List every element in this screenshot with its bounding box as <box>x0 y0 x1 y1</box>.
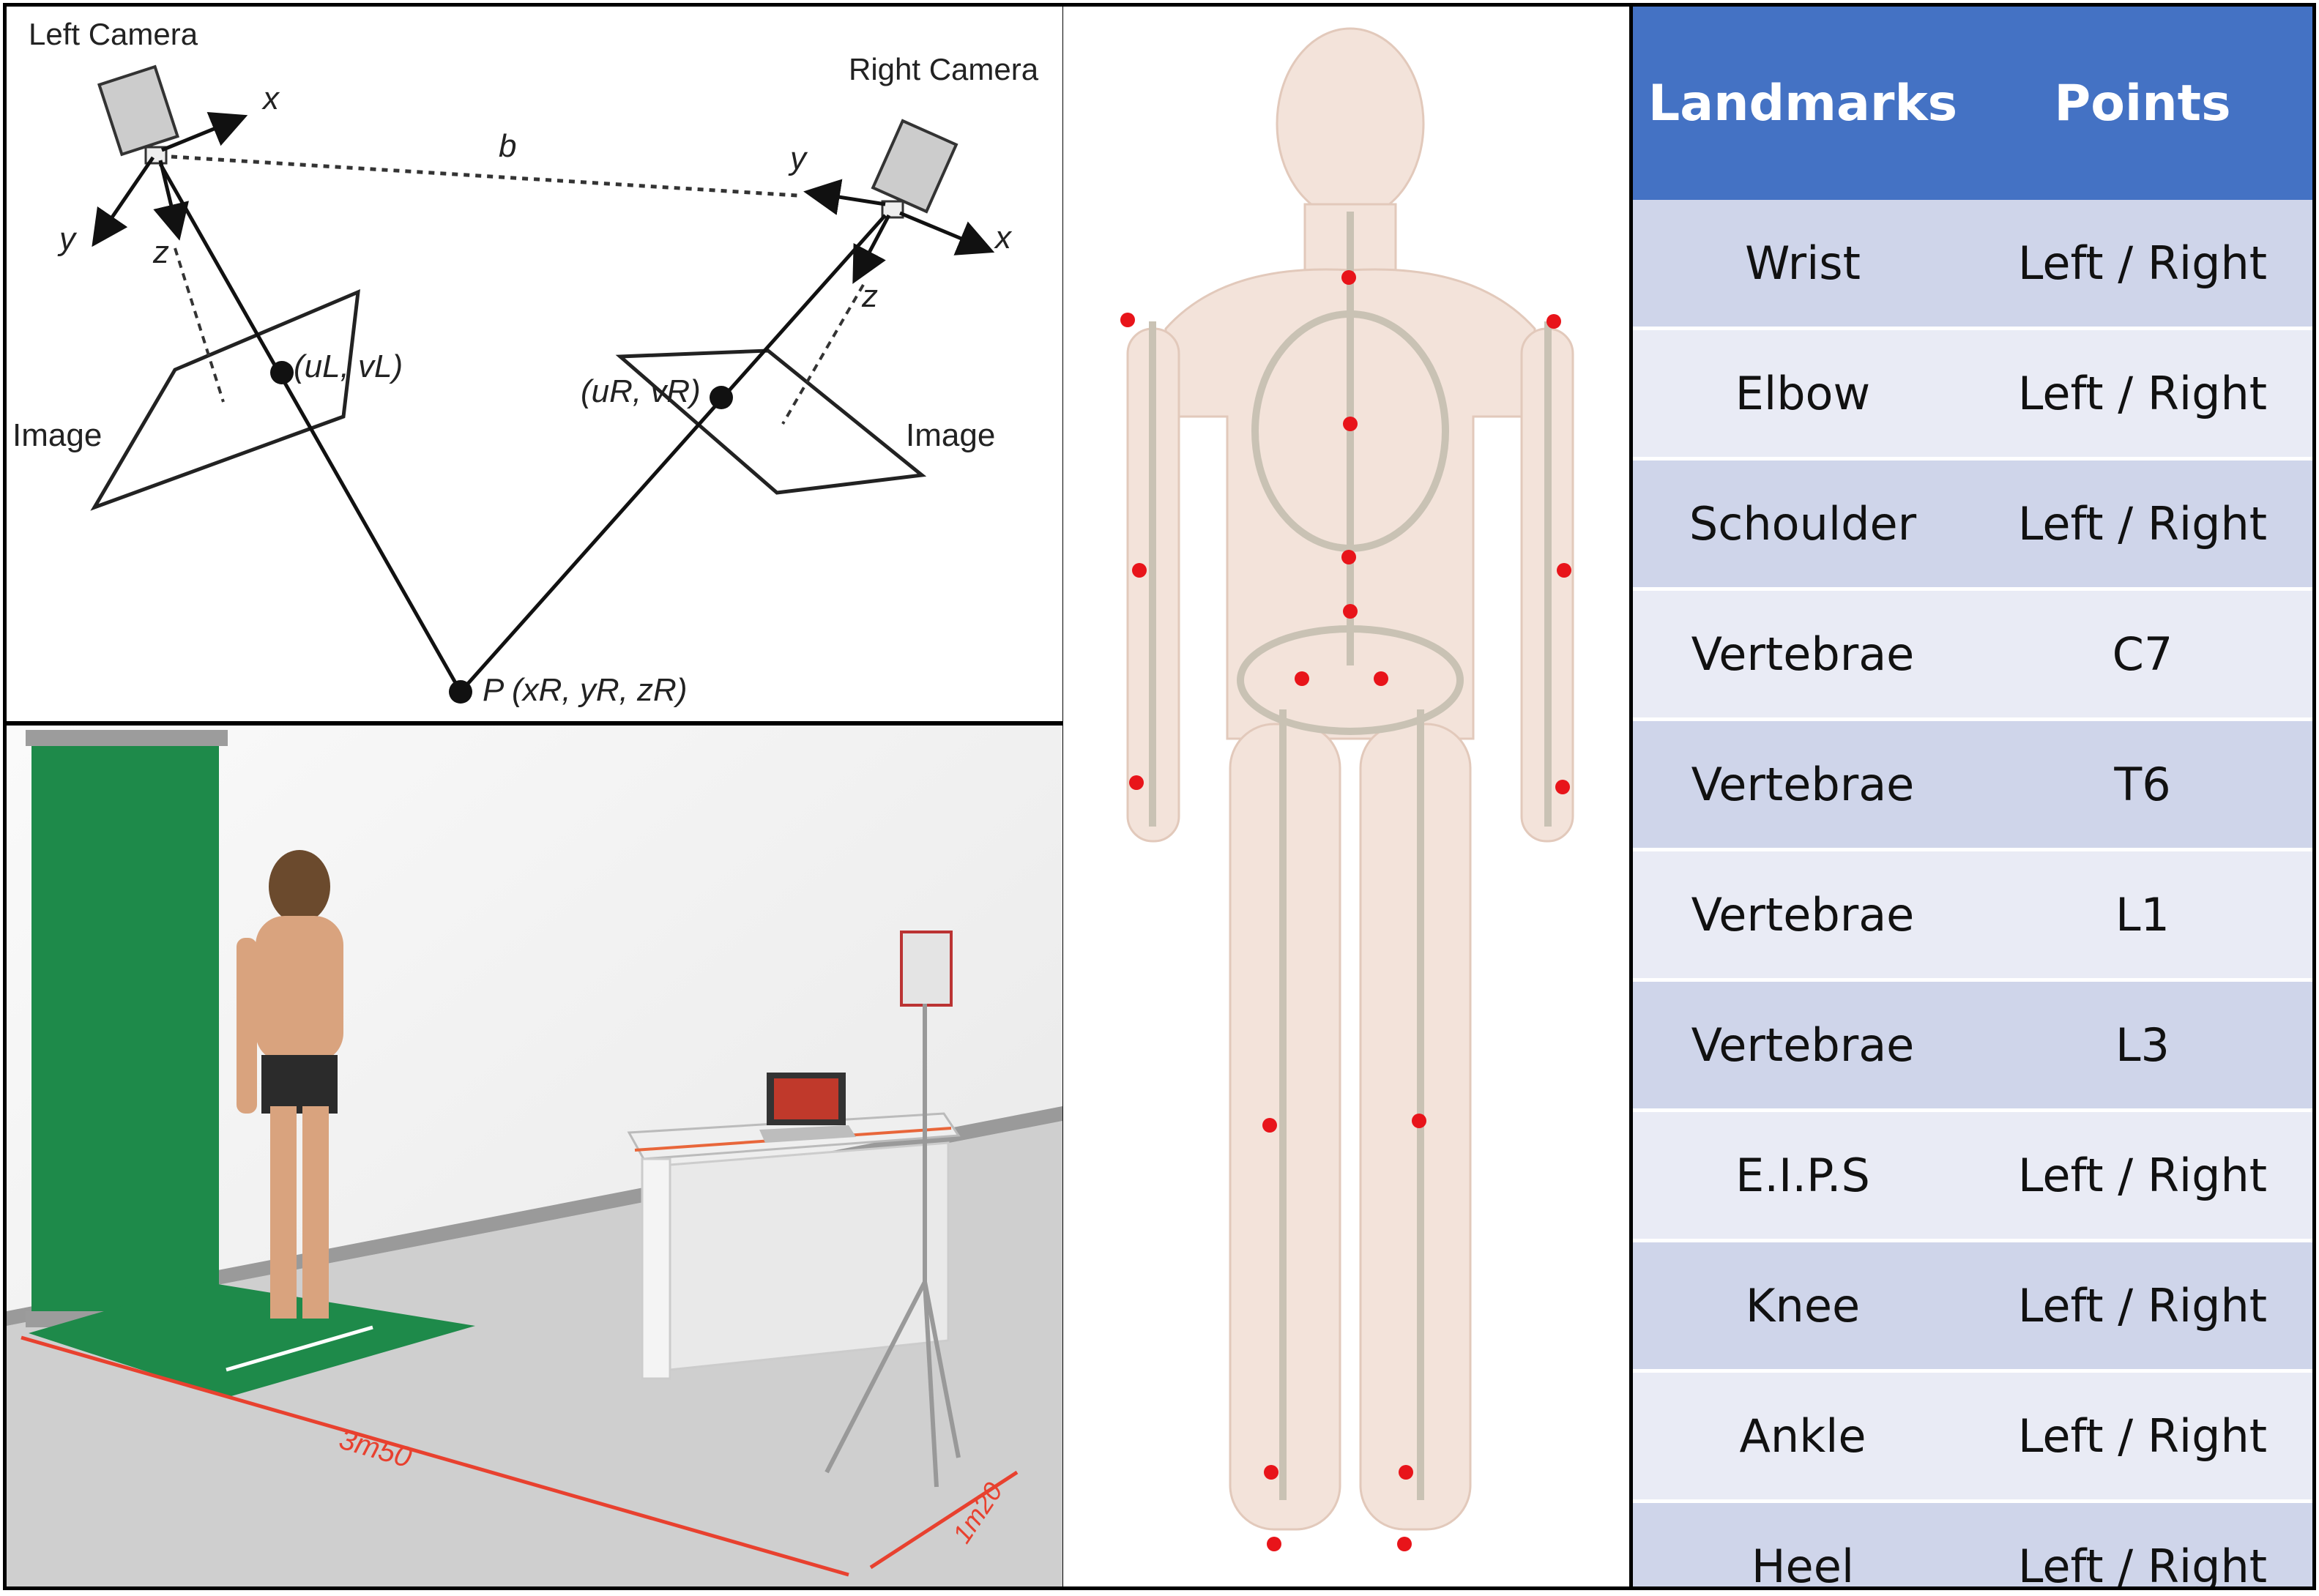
marker-ankle-left <box>1264 1465 1278 1480</box>
table-row: Elbow Left / Right <box>1633 329 2312 459</box>
landmark-cell: Wrist <box>1633 200 1973 329</box>
points-cell: T6 <box>1973 720 2312 850</box>
landmarks-table-panel: Landmarks Points Wrist Left / Right Elbo… <box>1629 3 2316 1590</box>
skeleton-landmarks-figure <box>1063 3 1632 1590</box>
right-camera-label: Right Camera <box>849 52 1039 86</box>
marker-elbow-left <box>1132 563 1147 578</box>
table-row: Wrist Left / Right <box>1633 200 2312 329</box>
table-row: Vertebrae L1 <box>1633 850 2312 980</box>
marker-knee-right <box>1412 1114 1426 1128</box>
points-cell: L1 <box>1973 850 2312 980</box>
table-row: Schoulder Left / Right <box>1633 459 2312 589</box>
landmarks-table: Landmarks Points Wrist Left / Right Elbo… <box>1633 7 2312 1590</box>
marker-shoulder-left <box>1120 313 1135 327</box>
left-image-point <box>270 361 294 384</box>
marker-shoulder-right <box>1546 314 1561 329</box>
right-image-plane <box>620 351 922 493</box>
marker-heel-left <box>1267 1537 1281 1551</box>
marker-wrist-left <box>1129 775 1144 790</box>
landmark-cell: Vertebrae <box>1633 720 1973 850</box>
points-cell: Left / Right <box>1973 329 2312 459</box>
landmark-cell: Vertebrae <box>1633 980 1973 1111</box>
left-axis-x-label: x <box>261 81 280 116</box>
green-screen <box>31 737 219 1323</box>
points-cell: L3 <box>1973 980 2312 1111</box>
table-row: Vertebrae C7 <box>1633 589 2312 720</box>
laptop-icon <box>759 1073 856 1143</box>
table-row: Knee Left / Right <box>1633 1241 2312 1371</box>
right-image-label: Image <box>906 417 995 453</box>
right-axis-x-label: x <box>994 220 1013 256</box>
baseline-label: b <box>499 128 516 164</box>
points-cell: Left / Right <box>1973 200 2312 329</box>
header-landmarks: Landmarks <box>1633 7 1973 200</box>
points-cell: C7 <box>1973 589 2312 720</box>
marker-knee-left <box>1262 1118 1277 1133</box>
left-image-plane <box>94 292 358 507</box>
right-point-label: (uR, vR) <box>581 373 701 409</box>
points-cell: Left / Right <box>1973 1371 2312 1502</box>
marker-ankle-right <box>1399 1465 1413 1480</box>
table-row: Ankle Left / Right <box>1633 1371 2312 1502</box>
table-row: Heel Left / Right <box>1633 1502 2312 1591</box>
left-camera-label: Left Camera <box>29 17 198 51</box>
landmark-cell: Heel <box>1633 1502 1973 1591</box>
marker-c7 <box>1341 270 1356 285</box>
right-image-point <box>710 386 733 409</box>
marker-wrist-right <box>1555 780 1570 794</box>
marker-heel-right <box>1397 1537 1412 1551</box>
table-row: Vertebrae L3 <box>1633 980 2312 1111</box>
marker-eips-left <box>1295 671 1309 686</box>
landmark-cell: Elbow <box>1633 329 1973 459</box>
landmark-cell: Ankle <box>1633 1371 1973 1502</box>
points-cell: Left / Right <box>1973 459 2312 589</box>
marker-elbow-right <box>1557 563 1571 578</box>
points-cell: Left / Right <box>1973 1502 2312 1591</box>
marker-l1 <box>1341 550 1356 564</box>
right-axis-y-label: y <box>788 141 808 176</box>
left-axis-y-label: y <box>57 221 78 257</box>
world-point-label: P (xR, yR, zR) <box>483 672 687 708</box>
table-header-row: Landmarks Points <box>1633 7 2312 200</box>
capture-setup-illustration: 3m50 1m20 <box>3 722 1066 1590</box>
marker-eips-right <box>1374 671 1388 686</box>
header-points: Points <box>1973 7 2312 200</box>
points-cell: Left / Right <box>1973 1111 2312 1241</box>
marker-t6 <box>1343 417 1358 431</box>
stereo-camera-diagram: Left Camera x y z b Right Camera y x z I… <box>3 3 1066 725</box>
left-point-label: (uL, vL) <box>294 348 403 384</box>
right-axis-z-label: z <box>861 278 878 314</box>
world-point <box>449 680 472 704</box>
table-row: E.I.P.S Left / Right <box>1633 1111 2312 1241</box>
landmark-cell: Vertebrae <box>1633 589 1973 720</box>
left-axis-z-label: z <box>152 234 169 270</box>
landmark-cell: Vertebrae <box>1633 850 1973 980</box>
marker-l3 <box>1343 604 1358 619</box>
table-row: Vertebrae T6 <box>1633 720 2312 850</box>
baseline-line <box>171 157 797 195</box>
landmark-cell: Schoulder <box>1633 459 1973 589</box>
points-cell: Left / Right <box>1973 1241 2312 1371</box>
landmark-cell: Knee <box>1633 1241 1973 1371</box>
left-image-label: Image <box>12 417 102 453</box>
landmark-cell: E.I.P.S <box>1633 1111 1973 1241</box>
